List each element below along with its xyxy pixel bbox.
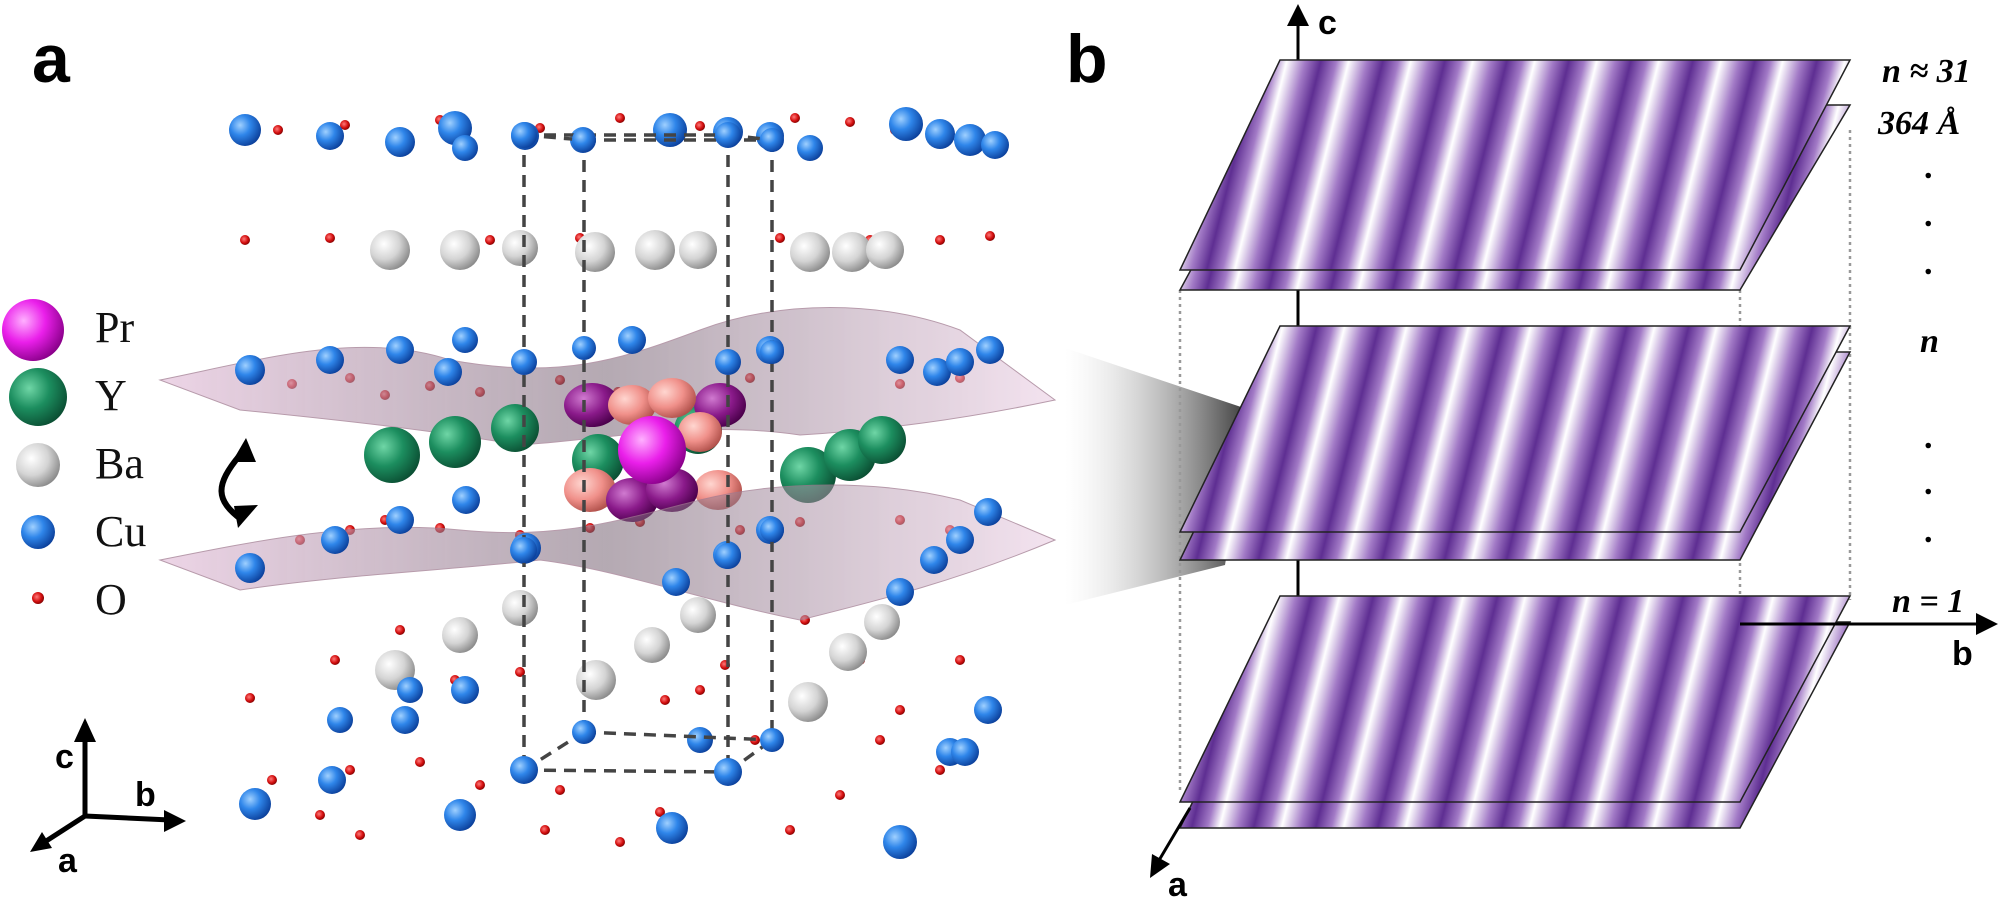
praseodymium-cluster: [564, 378, 746, 522]
copper-atoms-bottom: [239, 568, 1002, 859]
oxygen-atoms: [237, 113, 995, 847]
ellipsis-dot: .: [1924, 465, 1933, 502]
axis-b-arrow-icon: [164, 810, 186, 832]
legend-swatch-ba: [16, 443, 60, 487]
barium-atoms-lower: [375, 590, 900, 722]
legend: Pr Y Ba Cu O: [2, 299, 146, 624]
axis-a-arrow-icon-b: [1150, 854, 1170, 878]
ellipsis-dot: .: [1924, 149, 1933, 186]
axis-label-b-a: b: [135, 776, 156, 814]
axis-c-arrow-icon-b: [1287, 4, 1309, 26]
panel-b: b c b: [1066, 4, 1998, 898]
axis-label-a-a: a: [58, 842, 78, 880]
ellipsis-dot: .: [1924, 245, 1933, 282]
panel-b-letter: b: [1066, 21, 1108, 97]
middle-layer-label: n: [1920, 323, 1939, 360]
legend-swatch-o: [32, 592, 44, 604]
stripe-layer-top: [1178, 59, 1852, 291]
axis-c-arrow-icon: [74, 718, 96, 742]
stripe-layer-middle: [1178, 325, 1852, 561]
unit-cell-copper: [510, 122, 784, 786]
legend-label-cu: Cu: [95, 507, 146, 556]
legend-label-o: O: [95, 575, 127, 624]
layer-guides: [1178, 130, 1852, 790]
axis-label-a-b: a: [1168, 866, 1188, 898]
ellipsis-dot: .: [1924, 197, 1933, 234]
axis-label-b-b: b: [1952, 635, 1973, 673]
stripe-layer-bottom: [1178, 595, 1852, 829]
legend-label-y: Y: [95, 371, 127, 420]
axis-label-c-a: c: [55, 738, 74, 776]
legend-swatch-pr: [2, 299, 64, 361]
legend-label-pr: Pr: [95, 303, 134, 352]
upper-surface: [158, 307, 1057, 446]
axis-b-arrow-icon-b: [1976, 613, 1998, 635]
axis-label-c-b: c: [1318, 4, 1337, 42]
top-layer-length-label: 364 Å: [1877, 105, 1960, 142]
axis-a-line-b: [1156, 807, 1192, 863]
ellipsis-dot: .: [1924, 513, 1933, 550]
tilt-arrow: [218, 438, 258, 528]
ellipsis-dot: .: [1924, 419, 1933, 456]
panel-a-letter: a: [32, 21, 71, 97]
axes-triad-a: [38, 735, 171, 848]
legend-swatch-cu: [21, 515, 55, 549]
axis-a-arrow-icon: [30, 832, 52, 852]
bottom-layer-label: n = 1: [1892, 583, 1964, 620]
legend-swatch-y: [9, 368, 67, 426]
barium-atoms-upper: [370, 230, 904, 272]
legend-label-ba: Ba: [95, 439, 144, 488]
panel-a: a: [2, 21, 1057, 880]
top-layer-index-label: n ≈ 31: [1882, 53, 1971, 90]
